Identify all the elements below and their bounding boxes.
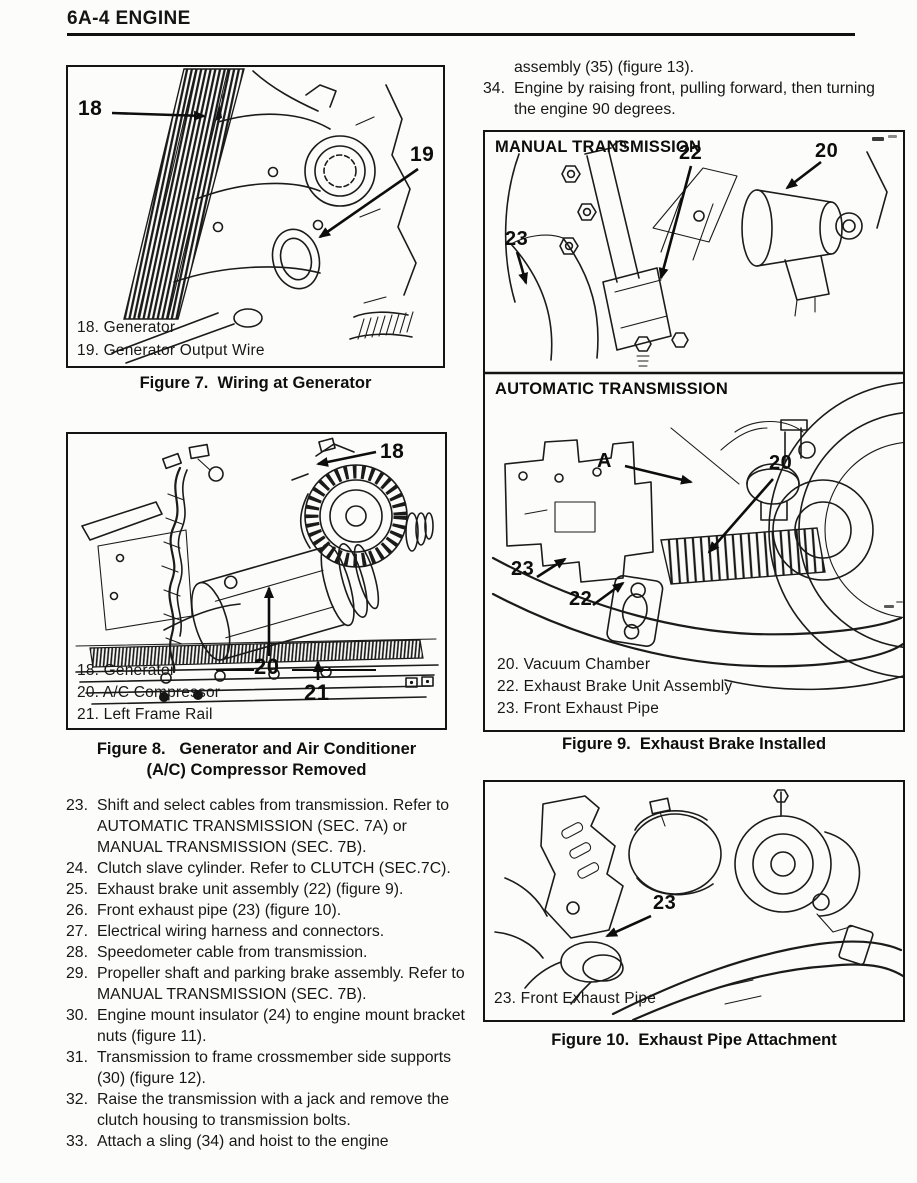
list-item: 31. Transmission to frame crossmember sid… <box>66 1047 465 1089</box>
scan-artifact <box>896 601 903 603</box>
figure7-callout-18: 18 <box>78 97 103 120</box>
step-number: 33. <box>66 1133 88 1150</box>
legend-item: 21. Left Frame Rail <box>77 706 213 723</box>
figure7-callout-19: 19 <box>410 143 435 166</box>
figure10-legend: 23. Front Exhaust Pipe <box>494 988 656 1011</box>
figure9-manual-label: MANUAL TRANSMISSION <box>495 138 702 156</box>
step-text: Engine by raising front, pulling forward… <box>514 80 875 118</box>
step-number: 31. <box>66 1049 88 1066</box>
list-item: 27. Electrical wiring harness and connect… <box>66 921 465 942</box>
step-text: Exhaust brake unit assembly (22) (figure… <box>97 881 404 898</box>
figure9-auto-callout-20: 20 <box>769 452 793 474</box>
list-item: 29. Propeller shaft and parking brake ass… <box>66 963 465 1005</box>
figure9-manual-callout-20: 20 <box>815 140 839 162</box>
step-number: 29. <box>66 965 88 982</box>
figure9-frame: MANUAL TRANSMISSION 22 20 23 AUTOMATIC T… <box>483 130 905 732</box>
figure7-frame: 18 19 18. Generator 19. Generator Output… <box>66 65 445 368</box>
figure8-caption-line1: Figure 8. Generator and Air Conditioner <box>96 740 417 758</box>
legend-item: 18. Generator <box>77 319 176 336</box>
list-item: 23. Shift and select cables from transmis… <box>66 795 465 858</box>
step-number: 26. <box>66 902 88 919</box>
legend-item: 23. Front Exhaust Pipe <box>494 989 657 1007</box>
figure8-frame: 18 20 21 18. Generator 20. A/C Compresso… <box>66 432 447 730</box>
header-rule <box>67 33 855 36</box>
step-text: Propeller shaft and parking brake assemb… <box>97 965 465 1003</box>
step-text: Raise the transmission with a jack and r… <box>97 1091 450 1129</box>
list-item: 25. Exhaust brake unit assembly (22) (fig… <box>66 879 465 900</box>
carryover-line: assembly (35) (figure 13). <box>514 59 694 76</box>
figure9-auto-callout-A: A <box>597 450 612 472</box>
figure7-diagram <box>111 68 419 364</box>
step-number: 24. <box>66 860 88 877</box>
step-number: 28. <box>66 944 88 961</box>
figure10-caption: Figure 10. Exhaust Pipe Attachment <box>551 1031 837 1049</box>
step-text: Clutch slave cylinder. Refer to CLUTCH (… <box>97 860 451 877</box>
figure7-caption: Figure 7. Wiring at Generator <box>139 374 372 392</box>
figure9-caption: Figure 9. Exhaust Brake Installed <box>561 735 827 753</box>
figure7-legend: 18. Generator 19. Generator Output Wire <box>77 317 265 362</box>
legend-item: 18. Generator <box>77 662 176 679</box>
figure9-auto-label: AUTOMATIC TRANSMISSION <box>495 380 728 398</box>
scan-artifact <box>884 605 894 608</box>
step-number: 27. <box>66 923 88 940</box>
figure9-manual-callout-22: 22 <box>679 142 703 164</box>
step-text: Transmission to frame crossmember side s… <box>97 1049 452 1087</box>
legend-item: 22. Exhaust Brake Unit Assembly <box>497 678 733 695</box>
figure8-caption: Figure 8. Generator and Air Conditioner … <box>66 739 447 781</box>
figure10-callout-23: 23 <box>653 892 677 914</box>
figure9-diagram <box>485 140 903 691</box>
step-text: Engine mount insulator (24) to engine mo… <box>97 1007 465 1045</box>
step-text: Attach a sling (34) and hoist to the eng… <box>97 1133 389 1150</box>
figure8-diagram <box>75 437 439 705</box>
step-text: Shift and select cables from transmissio… <box>97 797 450 856</box>
list-item: 32. Raise the transmission with a jack an… <box>66 1089 465 1131</box>
figure8-legend: 18. Generator 20. A/C Compressor 21. Lef… <box>77 660 220 726</box>
legend-item: 23. Front Exhaust Pipe <box>497 700 660 717</box>
scan-artifact <box>888 135 897 138</box>
step-number: 32. <box>66 1091 88 1108</box>
procedure-steps: 23. Shift and select cables from transmis… <box>66 795 465 1152</box>
legend-item: 20. A/C Compressor <box>77 684 221 701</box>
list-item: 24. Clutch slave cylinder. Refer to CLUTC… <box>66 858 465 879</box>
legend-item: 19. Generator Output Wire <box>77 341 265 359</box>
scan-artifact <box>872 137 884 141</box>
figure10-diagram <box>494 789 903 1020</box>
list-item: 30. Engine mount insulator (24) to engine… <box>66 1005 465 1047</box>
figure9-manual-callout-23: 23 <box>505 228 529 250</box>
step-number: 30. <box>66 1007 88 1024</box>
step-text: Front exhaust pipe (23) (figure 10). <box>97 902 342 919</box>
step-number: 23. <box>66 797 88 814</box>
list-item: 26. Front exhaust pipe (23) (figure 10). <box>66 900 465 921</box>
step-number: 25. <box>66 881 88 898</box>
figure8-callout-21: 21 <box>304 680 330 705</box>
figure9-legend: 20. Vacuum Chamber 22. Exhaust Brake Uni… <box>497 654 732 720</box>
list-item: 28. Speedometer cable from transmission. <box>66 942 465 963</box>
continued-text: assembly (35) (figure 13). 34. Engine by… <box>483 57 899 120</box>
list-item: 33. Attach a sling (34) and hoist to the … <box>66 1131 465 1152</box>
step-text: Electrical wiring harness and connectors… <box>97 923 385 940</box>
figure10-frame: 23 23. Front Exhaust Pipe <box>483 780 905 1022</box>
list-item: 34. Engine by raising front, pulling for… <box>483 78 899 120</box>
figure9-auto-callout-22: 22 <box>569 588 593 610</box>
figure8-callout-18: 18 <box>380 440 405 463</box>
page-header: 6A-4 ENGINE <box>67 8 191 29</box>
figure8-callout-20: 20 <box>254 654 280 679</box>
step-number: 34. <box>483 80 505 97</box>
figure9-auto-callout-23: 23 <box>511 558 535 580</box>
step-text: Speedometer cable from transmission. <box>97 944 368 961</box>
figure8-caption-line2: (A/C) Compressor Removed <box>146 761 367 779</box>
legend-item: 20. Vacuum Chamber <box>497 656 651 673</box>
